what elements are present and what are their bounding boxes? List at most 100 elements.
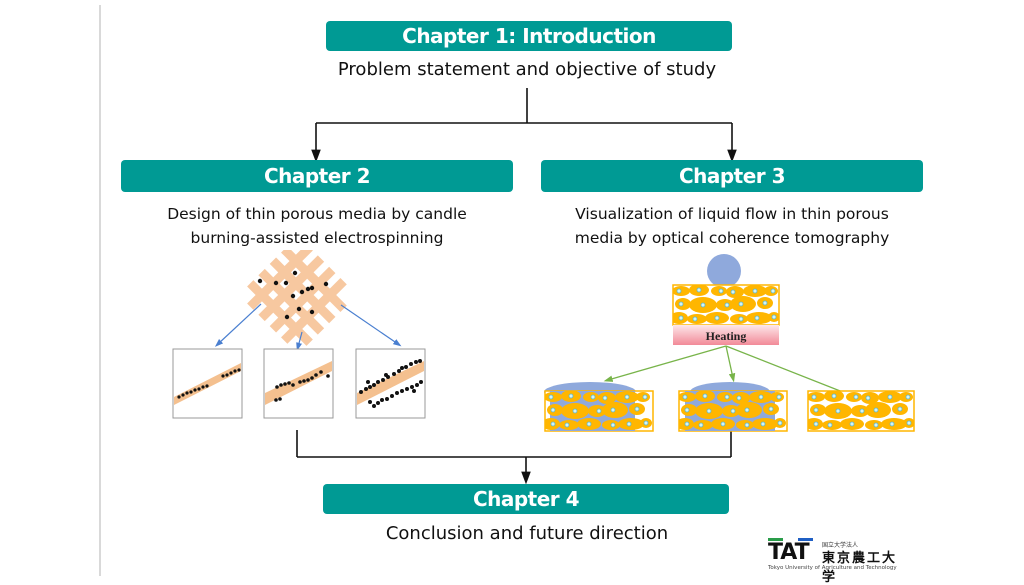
connector-ch2-ch3-to-ch4 [296,430,732,485]
heating-plate: Heating [673,325,779,345]
chapter2-title-box: Chapter 2 [121,160,513,192]
arrow-to-state-3 [725,345,859,399]
pore [827,422,833,428]
pore [771,314,777,320]
chapter2-title: Chapter 2 [263,164,371,188]
arrow-to-sample-3 [340,304,402,347]
pore [568,393,574,399]
pore [702,393,708,399]
pore [678,315,684,321]
pore [730,289,736,295]
pore [634,406,640,412]
pore [811,394,817,400]
electrospinning-illustration [172,250,426,419]
pore [718,288,724,294]
pore [610,422,616,428]
porous-medium-state-absorbed [807,390,915,432]
pore [706,408,712,414]
arrow-to-sample-1 [214,303,262,347]
chapter3-title: Chapter 3 [678,164,786,188]
pore [682,394,688,400]
pore [572,408,578,414]
pore [642,394,648,400]
logo-en-name: Tokyo University of Agriculture and Tech… [768,565,897,571]
pore [736,395,742,401]
chapter3-description-line1: Visualization of liquid flow in thin por… [575,205,889,223]
arrow-to-state-2 [725,345,736,383]
pore [684,407,690,413]
pore [590,394,596,400]
pore [596,408,602,414]
chapter3-description: Visualization of liquid flow in thin por… [531,202,933,250]
pore [676,288,682,294]
logo-abbr: TAT [768,540,810,565]
chapter1-title: Chapter 1: Introduction [402,24,656,48]
porous-grain [545,392,562,402]
pore [873,422,879,428]
pore [905,394,911,400]
pore [889,421,895,427]
oct-illustration: Heating [544,254,915,432]
pore [813,421,819,427]
logo-jp-small: 国立大学法人 [822,542,859,549]
pore [873,407,879,413]
pore [849,421,855,427]
pore [835,408,841,414]
pore [624,394,630,400]
pore [859,408,865,414]
pore [724,302,730,308]
porous-grain [673,286,690,296]
heating-label: Heating [706,329,747,343]
chapter4-description: Conclusion and future direction [385,523,669,544]
pore [698,422,704,428]
chapter3-description-line2: media by optical coherence tomography [574,229,890,247]
liquid-droplet [707,254,741,288]
pore [700,302,706,308]
pore [610,407,616,413]
pore [754,315,760,321]
porous-medium-state-imbibing [678,382,788,432]
slide-left-divider [99,5,101,576]
fiber-sample-medium-particles [263,348,334,419]
pore [692,316,698,322]
pore [548,394,554,400]
logo-blue-bar [798,538,813,541]
logo-green-bar [768,538,783,541]
pore [760,421,766,427]
chapter4-title-box: Chapter 4 [323,484,729,514]
pore [724,394,730,400]
pore [762,300,768,306]
pore [768,406,774,412]
pore [714,315,720,321]
pore [887,394,893,400]
fiber-sample-low-particles [172,348,243,419]
porous-grain [679,392,696,402]
chapter2-description: Design of thin porous media by candle bu… [121,202,513,250]
porous-medium-initial [672,284,780,326]
pore [776,394,782,400]
pore [643,420,649,426]
pore [897,406,903,412]
pore [744,407,750,413]
pore [626,421,632,427]
chapter4-title: Chapter 4 [472,487,580,511]
chapter2-description-line1: Design of thin porous media by candle [167,205,467,223]
pore [758,394,764,400]
pore [730,408,736,414]
pore [831,393,837,399]
pore [853,394,859,400]
pore [865,395,871,401]
pore [550,421,556,427]
chapter1-title-box: Chapter 1: Introduction [326,21,732,51]
pore [738,301,744,307]
pore [770,288,776,294]
university-logo: TAT 国立大学法人 東京農工大学 Tokyo University of Ag… [768,538,908,585]
pore [906,420,912,426]
fiber-mesh-image [247,250,347,346]
arrow-to-sample-2 [296,331,303,352]
porous-grain [808,392,825,402]
pore [586,421,592,427]
pore [813,407,819,413]
fiber-sample-high-particles [355,348,426,419]
